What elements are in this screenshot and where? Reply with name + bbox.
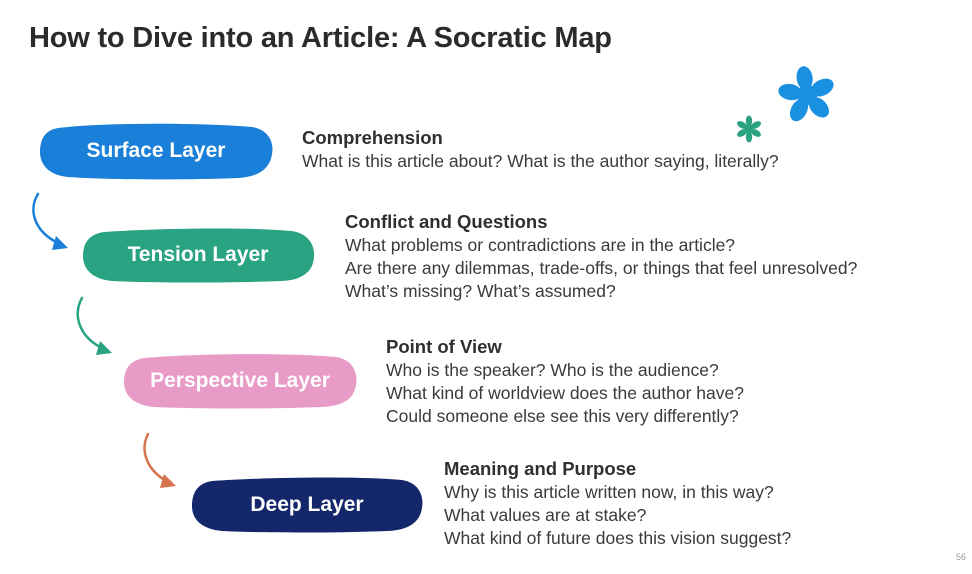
deep-layer-shape: [192, 477, 423, 533]
deep-layer-label: Deep Layer: [250, 492, 364, 516]
perspective-layer-question: Who is the speaker? Who is the audience?: [386, 360, 719, 380]
tension-layer-description: Conflict and Questions What problems or …: [345, 210, 857, 303]
surface-layer-heading: Comprehension: [302, 127, 443, 148]
page-title: How to Dive into an Article: A Socratic …: [29, 22, 612, 54]
deep-layer-question: Why is this article written now, in this…: [444, 482, 774, 502]
deep-layer-pill: Deep Layer: [190, 476, 424, 533]
tension-layer-label: Tension Layer: [127, 243, 269, 266]
blue-arrow-icon: [32, 192, 68, 250]
green-arrow-icon: [76, 296, 112, 355]
tension-layer-question: What problems or contradictions are in t…: [345, 235, 736, 255]
deep-layer-heading: Meaning and Purpose: [444, 458, 637, 479]
surface-layer-shape: [40, 123, 273, 180]
deep-layer-description: Meaning and Purpose Why is this article …: [444, 457, 791, 550]
deep-layer-question: What kind of future does this vision sug…: [444, 528, 792, 548]
perspective-layer-label: Perspective Layer: [150, 368, 330, 392]
perspective-layer-shape: [124, 354, 357, 409]
surface-layer-description: Comprehension What is this article about…: [302, 126, 779, 173]
page-number: 56: [955, 552, 966, 562]
tension-layer-pill: Tension Layer: [80, 227, 316, 283]
tension-layer-question: Are there any dilemmas, trade-offs, or t…: [345, 258, 858, 278]
blue-splat-icon: [778, 66, 834, 122]
perspective-layer-question: Could someone else see this very differe…: [386, 406, 739, 426]
deep-layer-question: What values are at stake?: [444, 505, 647, 525]
tension-layer-shape: [83, 228, 315, 283]
perspective-layer-heading: Point of View: [386, 336, 502, 357]
surface-layer-label: Surface Layer: [86, 139, 226, 162]
tension-layer-heading: Conflict and Questions: [345, 211, 548, 232]
orange-arrow-icon: [143, 432, 176, 488]
perspective-layer-description: Point of View Who is the speaker? Who is…: [386, 335, 744, 428]
green-splat-icon: [737, 115, 761, 143]
surface-layer-pill: Surface Layer: [38, 122, 274, 180]
perspective-layer-pill: Perspective Layer: [122, 352, 358, 409]
tension-layer-question: What’s missing? What’s assumed?: [345, 281, 616, 301]
surface-layer-question: What is this article about? What is the …: [302, 151, 779, 171]
perspective-layer-question: What kind of worldview does the author h…: [386, 383, 744, 403]
